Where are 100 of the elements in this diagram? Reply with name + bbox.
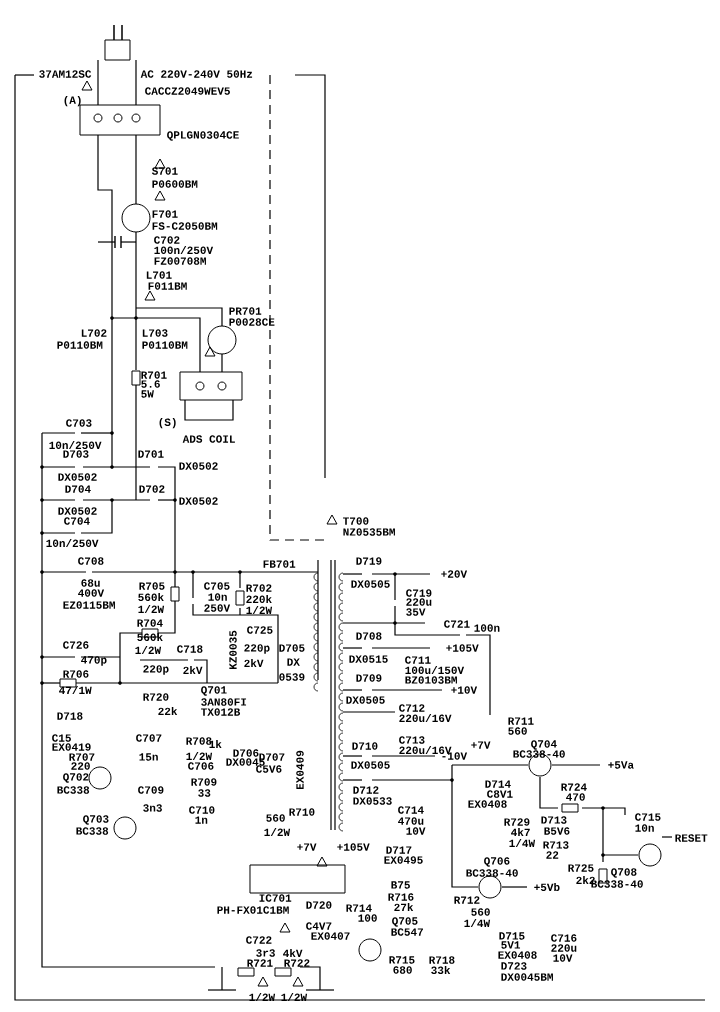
- part-label: D705: [279, 644, 305, 652]
- part-label: C719: [406, 589, 432, 597]
- part-label: Q703: [83, 815, 109, 825]
- part-label: 560k: [138, 592, 164, 602]
- part-label: +7V: [297, 843, 317, 851]
- part-label: CACCZ2049WEV5: [145, 87, 230, 95]
- part-label: R714: [346, 904, 372, 912]
- part-label: B5V6: [544, 827, 570, 835]
- part-label: 1/2W: [135, 645, 162, 655]
- part-label: 1/2W: [138, 604, 165, 614]
- part-label: 1/4W: [464, 918, 491, 928]
- part-label: C710: [189, 806, 215, 814]
- part-label: R704: [137, 619, 163, 627]
- part-label: (S): [159, 417, 176, 429]
- part-label: Q705: [392, 917, 418, 927]
- part-label: D704: [65, 485, 91, 493]
- part-label: FB701: [263, 560, 296, 568]
- part-label: 100: [358, 914, 377, 922]
- part-label: +5Vb: [534, 882, 560, 892]
- part-label: 470: [566, 793, 585, 801]
- part-label: D715: [499, 932, 525, 940]
- part-label: BC338: [57, 786, 90, 794]
- part-label: 1/2W: [281, 992, 308, 1002]
- part-label: C721: [444, 620, 470, 628]
- part-label: 560: [508, 727, 527, 735]
- part-label: R711: [508, 717, 534, 725]
- part-label: 470u: [398, 817, 424, 825]
- part-label: PR701: [229, 307, 262, 315]
- part-label: C703: [66, 419, 92, 427]
- part-label: R724: [561, 783, 587, 791]
- part-label: R729: [504, 818, 530, 826]
- part-label: 1/2W: [249, 992, 276, 1002]
- part-label: 10n/250V: [46, 538, 99, 548]
- part-label: C707: [136, 734, 162, 742]
- part-label: DX0505: [346, 696, 385, 704]
- part-label: DX0502: [58, 507, 97, 515]
- part-label: R702: [246, 584, 272, 592]
- part-label: C8V1: [487, 790, 513, 798]
- part-label: 35V: [406, 608, 426, 616]
- part-label: 10n: [635, 824, 654, 832]
- part-label: P0028CE: [229, 318, 275, 326]
- part-label: 1n: [195, 816, 208, 824]
- part-label: DX0502: [58, 473, 97, 481]
- part-label: R712: [454, 896, 480, 904]
- part-label: R705: [139, 582, 165, 590]
- part-label: 250V: [204, 604, 231, 612]
- part-label: 220p: [244, 644, 270, 654]
- part-label: AC 220V-240V 50Hz: [140, 70, 253, 78]
- part-label: P0600BM: [152, 180, 198, 188]
- part-label: 0539: [279, 673, 305, 681]
- part-label: EZ0115BM: [63, 601, 115, 609]
- part-label: 22: [546, 851, 559, 859]
- part-label: 47/1W: [59, 685, 92, 695]
- part-label: 10V: [553, 954, 573, 962]
- part-label: C712: [399, 704, 425, 712]
- part-label: 2kV: [183, 666, 203, 674]
- part-label: 220p: [143, 665, 169, 675]
- part-label: 1/2W: [264, 827, 291, 837]
- part-label: C715: [635, 813, 661, 821]
- part-label: 220: [71, 762, 90, 770]
- part-label: 5.6: [141, 380, 160, 388]
- part-label: L701: [146, 271, 172, 279]
- part-label: 560k: [137, 632, 163, 642]
- part-label: 100n: [474, 624, 500, 632]
- part-label: Q706: [484, 857, 510, 867]
- part-label: 100n/250V: [154, 245, 214, 255]
- part-label: D718: [57, 712, 83, 720]
- part-label: R709: [191, 778, 217, 786]
- part-label: C5V6: [256, 765, 282, 773]
- part-label: T700: [343, 517, 369, 525]
- part-label: EX0409: [296, 750, 304, 790]
- part-label: 1/2W: [186, 751, 213, 761]
- part-label: P0110BM: [57, 341, 103, 349]
- part-label: C725: [247, 626, 273, 634]
- part-label: 37AM12SC: [39, 70, 92, 78]
- part-label: BZ0103BM: [405, 676, 457, 684]
- part-label: +7V: [471, 741, 491, 749]
- part-label: DX0515: [349, 655, 388, 663]
- part-label: 1/4W: [509, 838, 536, 848]
- part-label: 10n: [208, 593, 227, 601]
- part-label: 3n3: [143, 804, 162, 812]
- part-label: 4kV: [283, 949, 303, 957]
- part-label: 22k: [158, 707, 178, 715]
- part-label: R720: [143, 693, 169, 701]
- part-label: F701: [152, 210, 178, 218]
- part-label: NZ0535BM: [343, 528, 395, 536]
- part-label: C716: [551, 934, 577, 942]
- part-label: BC547: [391, 928, 423, 936]
- part-label: C722: [246, 936, 272, 944]
- part-label: IC701: [259, 894, 292, 902]
- part-label: R716: [388, 893, 414, 901]
- part-label: EX0495: [384, 856, 423, 864]
- part-label: D701: [138, 450, 164, 458]
- part-label: 1/2W: [246, 605, 273, 615]
- part-label: BC338: [76, 827, 109, 835]
- part-label: 4k7: [511, 828, 530, 836]
- part-label: 3r3: [256, 949, 275, 957]
- part-label: +105V: [337, 843, 370, 851]
- part-label: D712: [353, 786, 379, 794]
- part-label: 560: [266, 814, 285, 822]
